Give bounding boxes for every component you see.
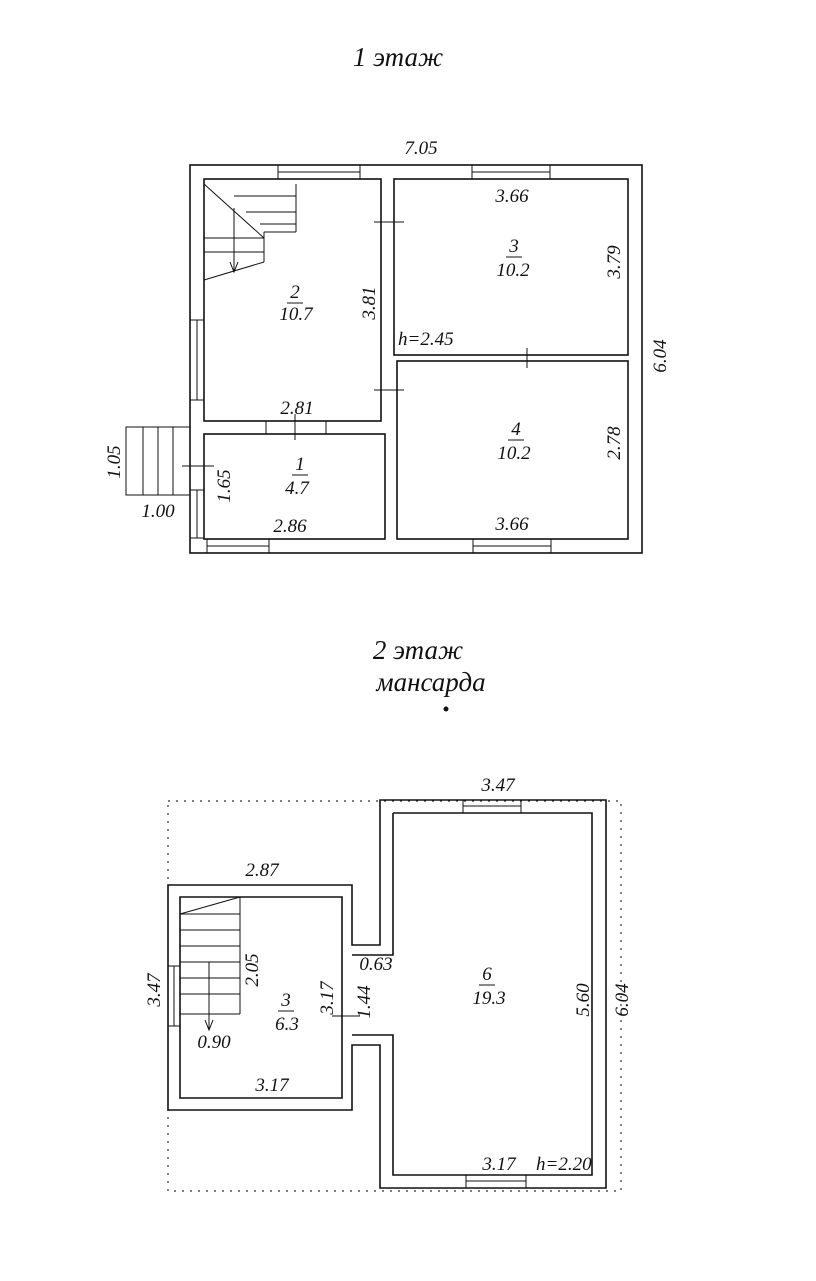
floor2-room3-width: 3.17 [254, 1075, 290, 1096]
floor2-plan: 2 этаж мансарда [144, 635, 633, 1192]
floor1-room3-area: 10.2 [496, 260, 530, 281]
floor1-total-depth: 6.04 [650, 339, 671, 373]
floor1-room4-number: 4 [511, 419, 521, 440]
floor1-total-width: 7.05 [404, 138, 437, 159]
floor2-windows [167, 799, 527, 1189]
floor2-left-block-depth: 3.47 [144, 972, 165, 1008]
floor1-room1-area: 4.7 [285, 478, 310, 499]
floor1-outer-wall [189, 164, 643, 554]
floor2-room3-area: 6.3 [275, 1014, 299, 1035]
floor1-room4-width: 3.66 [494, 514, 529, 535]
floor1-room1-width: 2.86 [273, 516, 307, 537]
floor2-room3-wall [179, 896, 343, 1099]
floor1-room4-depth: 2.78 [604, 426, 625, 460]
floor2-footprint-outline [167, 800, 622, 1192]
floor2-staircase [179, 896, 241, 1032]
floor1-porch-width: 1.00 [141, 501, 175, 522]
floor2-top-width: 3.47 [480, 775, 516, 796]
floor2-title-line2: мансарда [375, 667, 485, 697]
floor1-porch [125, 426, 191, 496]
floor2-title-line1: 2 этаж [373, 635, 463, 665]
floor1-room2-width: 2.81 [280, 398, 313, 419]
floor2-room6-depth: 5.60 [573, 983, 594, 1017]
floor1-doors [182, 221, 528, 467]
floor1-room2-number: 2 [290, 282, 300, 303]
floor2-room6-number: 6 [482, 964, 492, 985]
floor1-room1-depth: 1.65 [214, 469, 235, 502]
floor1-room3-depth: 3.79 [604, 245, 625, 280]
floor1-room3-number: 3 [508, 236, 519, 257]
floor1-staircase [203, 183, 297, 281]
floor2-passage-offset: 0.63 [359, 954, 392, 975]
floor1-room2-depth: 3.81 [359, 286, 380, 320]
floor1-room1-number: 1 [295, 454, 305, 475]
floor2-left-block-width: 2.87 [245, 860, 280, 881]
floor1-room2-area: 10.7 [279, 304, 314, 325]
floor2-room6-width: 3.17 [481, 1154, 517, 1175]
floor2-passage-width: 1.44 [354, 985, 375, 1019]
marker-dot [443, 706, 449, 712]
floor2-outer-wall [167, 799, 607, 1189]
floor2-ceiling-height: h=2.20 [536, 1154, 592, 1175]
floor1-windows [189, 164, 552, 554]
floor1-room3-width: 3.66 [494, 186, 529, 207]
floor2-room3-number: 3 [280, 990, 291, 1011]
floor1-porch-depth: 1.05 [104, 445, 125, 478]
floor1-room4-area: 10.2 [497, 443, 531, 464]
floor1-ceiling-height: h=2.45 [398, 329, 454, 350]
floor1-title: 1 этаж [353, 42, 443, 72]
floor2-total-depth: 6.04 [612, 983, 633, 1017]
floor1-plan: 1 этаж [104, 42, 671, 554]
floor2-stair-width: 0.90 [197, 1032, 231, 1053]
floor2-room3-depth: 3.17 [317, 980, 338, 1016]
floor2-stair-length: 2.05 [242, 953, 263, 986]
floor2-room6-area: 19.3 [472, 988, 505, 1009]
